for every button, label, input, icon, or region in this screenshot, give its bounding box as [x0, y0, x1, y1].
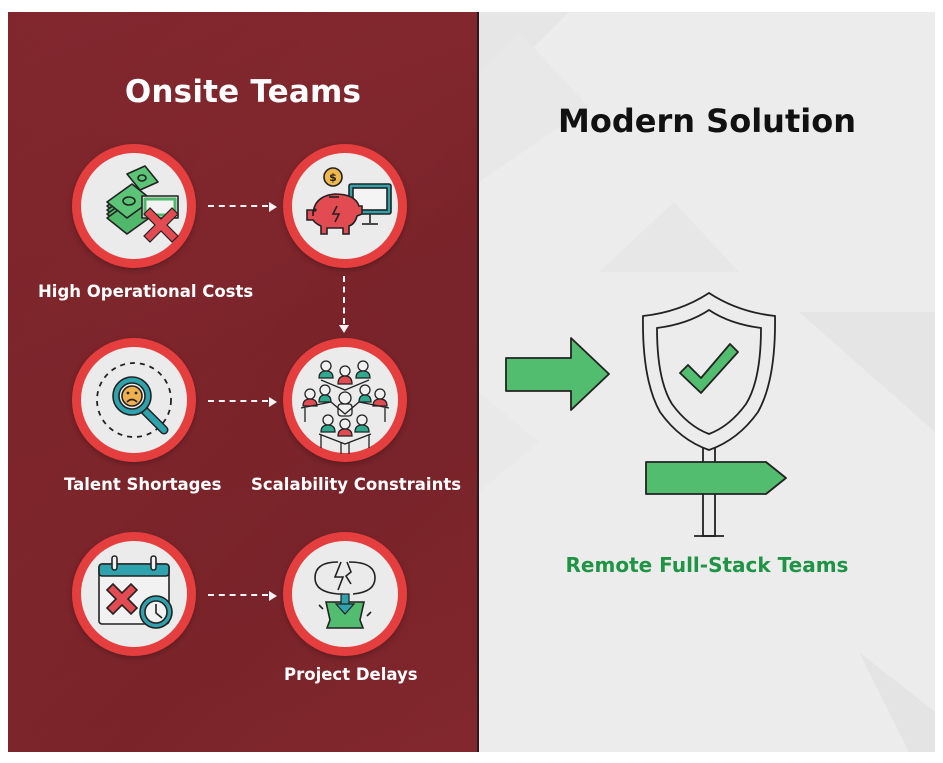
node-project-delays — [283, 532, 407, 656]
node-scalability-constraints — [283, 338, 407, 462]
connector-costs-to-budget — [208, 205, 268, 207]
svg-text:$: $ — [329, 171, 337, 184]
crowded-team-tables-icon — [300, 360, 390, 454]
node-high-operational-costs — [72, 144, 196, 268]
node-talent-shortages — [72, 338, 196, 462]
connector-talent-to-scalability — [208, 400, 268, 402]
label-talent-shortages: Talent Shortages — [64, 475, 222, 494]
connector-arrowhead — [269, 591, 277, 601]
connector-arrowhead — [269, 202, 277, 212]
connector-arrowhead — [269, 397, 277, 407]
node-budget-strain: $ — [283, 144, 407, 268]
label-high-operational-costs: High Operational Costs — [38, 282, 254, 301]
modern-solution-title: Modern Solution — [558, 102, 856, 140]
connector-schedule-to-delays — [208, 594, 268, 596]
label-project-delays: Project Delays — [284, 665, 418, 684]
solution-label: Remote Full-Stack Teams — [565, 553, 849, 577]
magnifier-sad-face-icon — [96, 362, 172, 438]
calendar-x-clock-icon — [98, 555, 173, 629]
connector-budget-to-scalability — [343, 276, 345, 324]
broken-block-pushed-down-icon — [314, 561, 376, 629]
background-facets — [479, 12, 935, 752]
connector-arrowhead — [339, 325, 349, 333]
label-scalability-constraints: Scalability Constraints — [251, 475, 462, 494]
money-stack-x-icon — [106, 165, 179, 243]
panel-divider — [477, 12, 479, 752]
broken-piggy-bank-computer-icon: $ — [306, 167, 392, 235]
onsite-teams-title: Onsite Teams — [124, 74, 362, 110]
node-schedule-slips — [72, 532, 196, 656]
